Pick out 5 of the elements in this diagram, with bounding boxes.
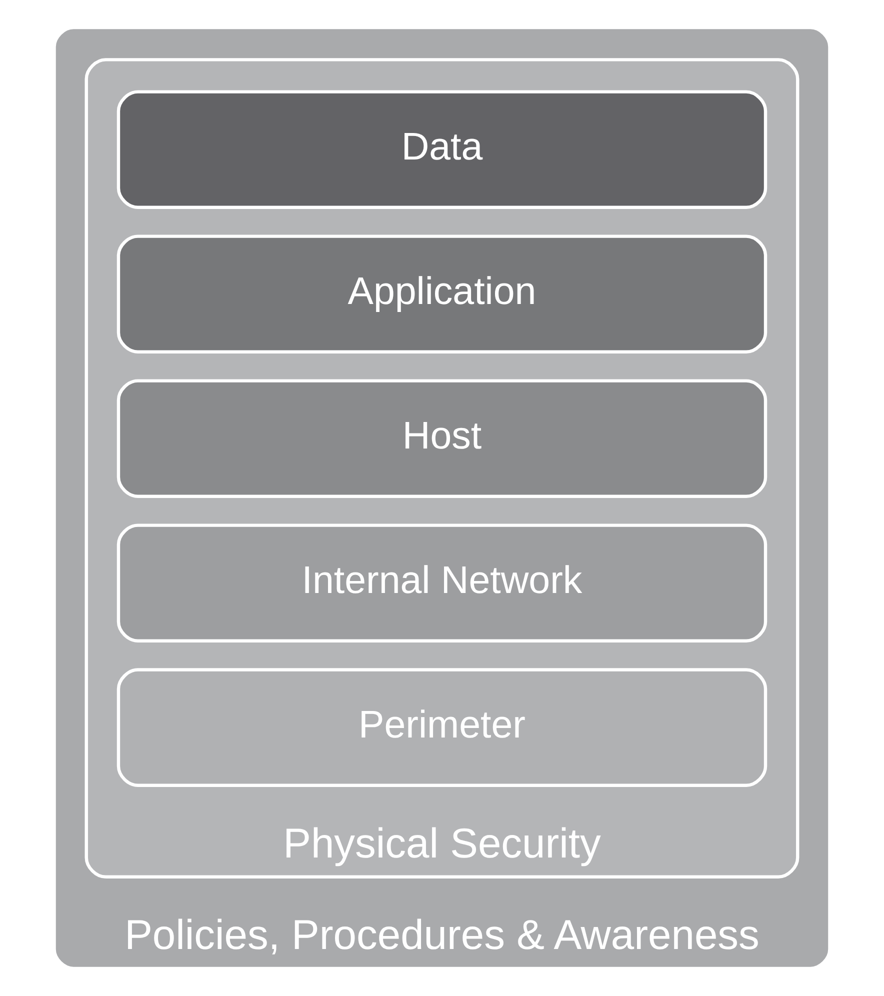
node-box: Host	[116, 379, 768, 498]
node-box: Perimeter	[116, 668, 768, 787]
node-box: Application	[116, 234, 768, 354]
node-box: Internal Network	[116, 524, 768, 642]
node-box: Data	[116, 90, 768, 209]
